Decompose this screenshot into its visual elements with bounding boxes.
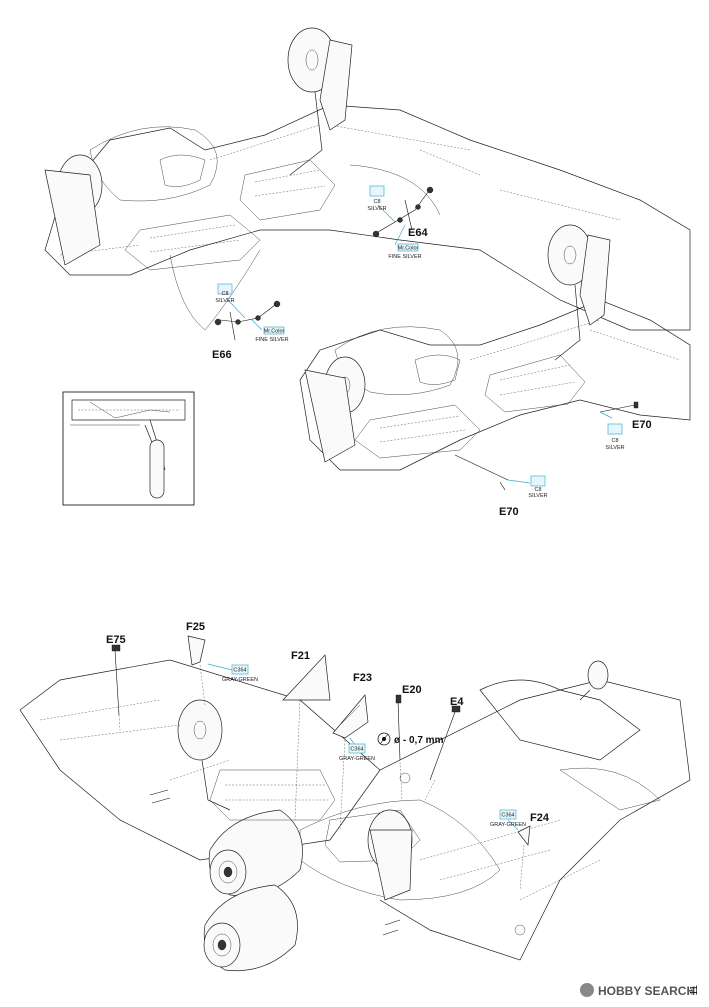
callout-e70-right: C8 SILVER [605,423,625,451]
part-f21 [282,654,331,701]
drill-size-note: ø - 0,7 mm [394,735,444,746]
part-f24 [517,825,531,846]
part-label-e75: E75 [106,634,126,646]
part-e75 [111,644,121,716]
paint-code: C8 [534,487,541,493]
bottom-right-wheel [367,809,413,901]
watermark-logo: HOBBY SEARCH [580,983,695,998]
part-label-e70-left: E70 [499,506,519,518]
top-wing-assembly [44,27,691,341]
part-label-e64: E64 [408,227,428,239]
part-label-f25: F25 [186,621,205,633]
middle-wing-assembly [299,224,691,491]
part-label-f24: F24 [530,812,550,824]
paint-name: GRAY-GREEN [339,756,375,762]
drill-hole-icon [377,732,391,746]
engine-nacelle-lower [203,884,298,972]
part-e4 [429,705,461,781]
part-label-f21: F21 [291,650,310,662]
paint-code: C364 [233,668,246,674]
paint-name: FINE SILVER [255,337,288,343]
callout-e66-fine-silver: Mr.Color FINE SILVER [255,326,289,343]
paint-name: GRAY-GREEN [222,677,258,683]
watermark-text: HOBBY SEARCH [598,984,695,998]
paint-name: SILVER [528,493,547,499]
paint-name: SILVER [367,206,386,212]
paint-code: Mr.Color [264,329,285,335]
e66-strut [214,300,281,341]
part-label-e66: E66 [212,349,232,361]
page-number: 11 [689,985,700,996]
mid-right-wheel [547,224,611,361]
part-label-f23: F23 [353,672,372,684]
paint-name: SILVER [215,298,234,304]
hobby-search-logo-icon [580,983,594,997]
paint-name: FINE SILVER [388,254,421,260]
callout-f25-gray-green: C364 GRAY-GREEN [222,664,258,683]
paint-code: Mr.Color [398,246,419,252]
bottom-left-wheel [177,699,231,811]
detail-inset [62,391,195,506]
top-left-wheel [44,154,103,266]
callout-e70-left: C8 SILVER [528,475,548,499]
bottom-aircraft-assembly [19,635,691,972]
callout-f24-gray-green: C364 GRAY-GREEN [490,809,526,828]
paint-code: C8 [221,291,228,297]
engine-nacelle-upper [208,809,303,897]
top-right-wheel [287,27,353,176]
paint-code: C8 [373,199,380,205]
paint-code: C364 [501,813,514,819]
part-label-e4: E4 [450,696,464,708]
callout-f23-gray-green: C364 GRAY-GREEN [339,743,375,762]
part-label-e70-right: E70 [632,419,652,431]
tail-wheel [579,660,609,701]
paint-code: C8 [611,438,618,444]
part-f23 [332,694,369,739]
part-f25 [187,635,206,666]
callout-e64-fine-silver: Mr.Color FINE SILVER [388,243,422,260]
paint-name: GRAY-GREEN [490,822,526,828]
part-e20 [395,694,402,761]
mid-left-wheel [304,356,366,463]
paint-code: C364 [350,747,363,753]
e64-strut [372,186,434,238]
part-label-e20: E20 [402,684,422,696]
callout-e66-silver: C8 SILVER [215,283,235,304]
callout-e64-silver: C8 SILVER [367,185,387,212]
paint-name: SILVER [605,445,624,451]
